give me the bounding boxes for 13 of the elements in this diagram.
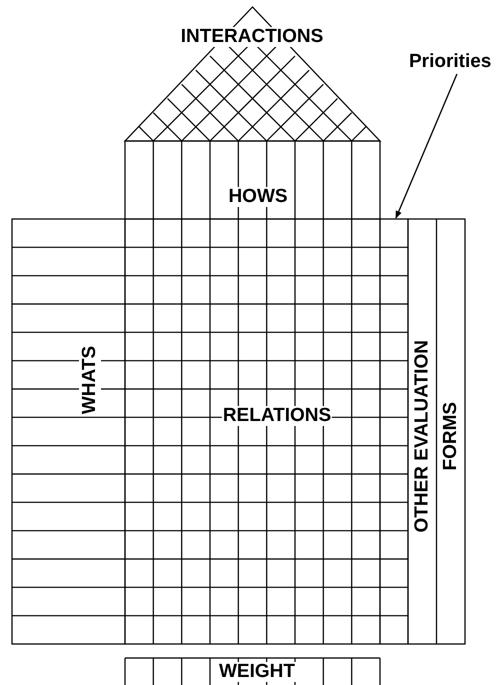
evaluation-columns — [408, 219, 465, 644]
hows-column-grid — [125, 141, 380, 219]
leader-line — [395, 74, 458, 219]
section-label: OTHER EVALUATION FORMS — [410, 338, 462, 534]
relations-matrix — [125, 219, 380, 644]
interaction-roof-matrix — [125, 7, 380, 141]
section-label: RELATIONS — [222, 406, 332, 426]
whats-row-grid — [12, 219, 125, 644]
priorities-column — [380, 219, 408, 644]
section-label: HOWS — [227, 187, 289, 207]
section-label: INTERACTIONS — [180, 27, 324, 47]
section-label: WHATS — [79, 346, 101, 414]
section-label: WEIGHT — [218, 662, 296, 682]
